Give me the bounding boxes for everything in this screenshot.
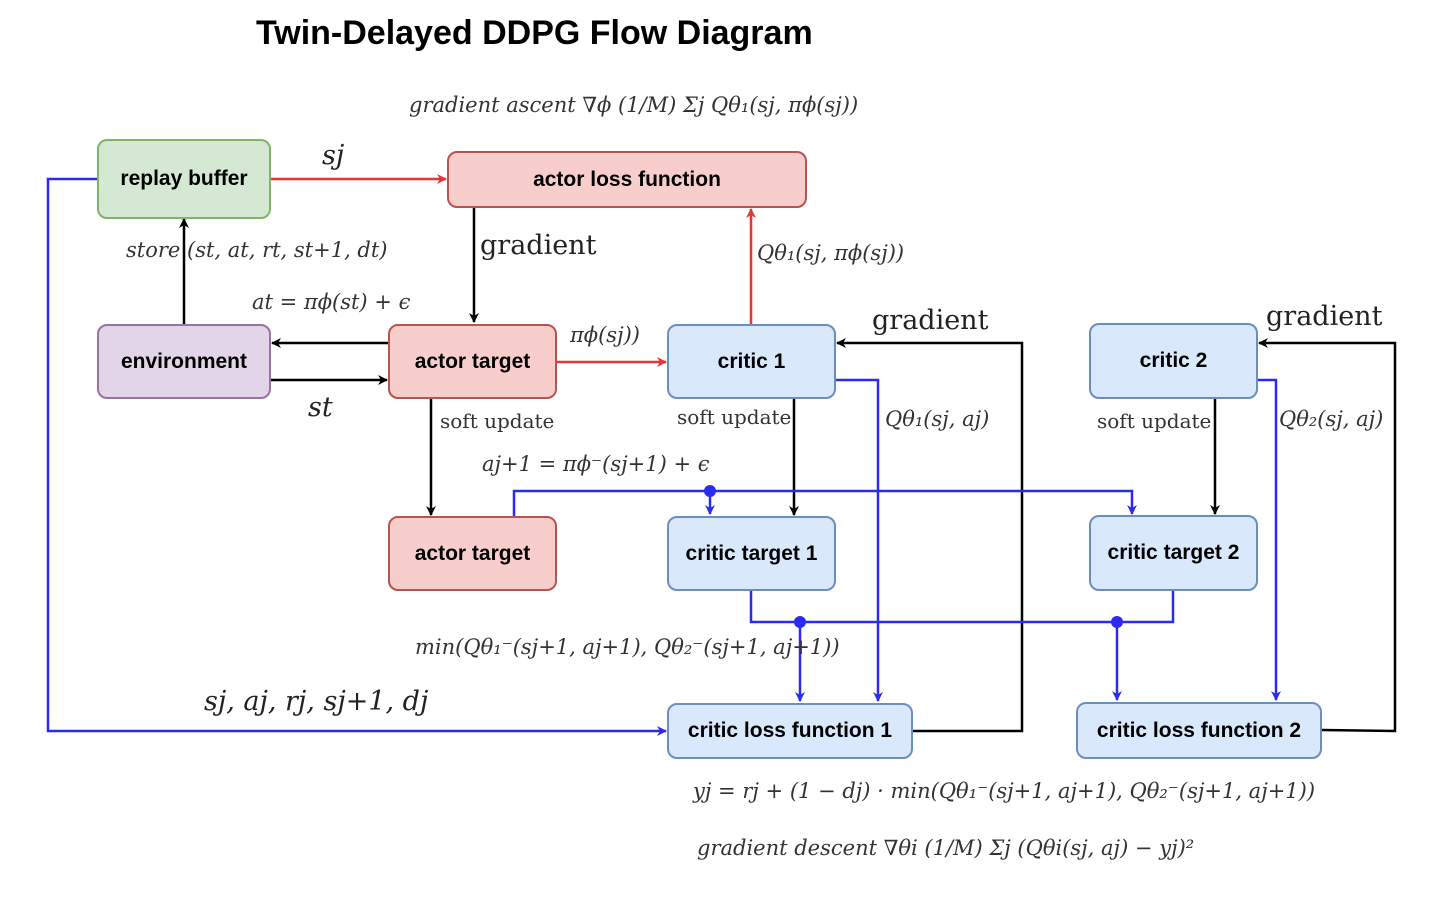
- critic-target-2-node: critic target 2: [1089, 515, 1258, 591]
- action-label: at = πϕ(st) + ϵ: [252, 290, 411, 314]
- gradient-ascent-label: gradient ascent ∇ϕ (1/M) Σj Qθ₁(sj, πϕ(s…: [409, 93, 859, 117]
- actor-target-node-top: actor target: [388, 324, 557, 399]
- critic-1-node: critic 1: [667, 324, 836, 399]
- q-theta2-sa-label: Qθ₂(sj, aj): [1279, 407, 1384, 431]
- critic1-gradient-label: gradient: [872, 305, 989, 336]
- edge-critic1-q-to-loss1: [836, 378, 883, 702]
- edge-loss2-gradient: [1258, 338, 1397, 733]
- st-label: st: [308, 392, 333, 423]
- actor-target-node-bottom: actor target: [388, 516, 557, 591]
- actor-soft-update-label: soft update: [440, 409, 555, 433]
- edge-replay-batch-to-loss1: [46, 177, 667, 736]
- critic2-soft-update-label: soft update: [1097, 409, 1212, 433]
- store-transition-label: store (st, at, rt, st+1, dt): [126, 238, 388, 262]
- edge-loss1-gradient: [836, 338, 1024, 733]
- target-y-label: yj = rj + (1 − dj) · min(Qθ₁⁻(sj+1, aj+1…: [693, 779, 1316, 803]
- critic-2-node: critic 2: [1089, 323, 1258, 399]
- critic2-gradient-label: gradient: [1266, 301, 1383, 332]
- gradient-descent-label: gradient descent ∇θi (1/M) Σj (Qθi(sj, a…: [697, 836, 1195, 860]
- junction-min-1: [794, 616, 806, 628]
- junction-next-action: [704, 485, 716, 497]
- critic-loss-function-1-node: critic loss function 1: [667, 703, 913, 759]
- replay-buffer-node: replay buffer: [97, 139, 271, 219]
- diagram-title: Twin-Delayed DDPG Flow Diagram: [256, 14, 813, 52]
- sj-label: sj: [322, 140, 345, 171]
- actor-gradient-label: gradient: [480, 230, 597, 261]
- actor-loss-function-node: actor loss function: [447, 151, 807, 208]
- batch-label: sj, aj, rj, sj+1, dj: [204, 686, 429, 717]
- min-q-label: min(Qθ₁⁻(sj+1, aj+1), Qθ₂⁻(sj+1, aj+1)): [415, 635, 840, 659]
- edge-actor-target-next-action: [512, 489, 1137, 516]
- critic1-soft-update-label: soft update: [677, 405, 792, 429]
- q-theta1-sa-label: Qθ₁(sj, aj): [885, 407, 990, 431]
- edge-critic2-q-to-loss2: [1258, 378, 1281, 701]
- q-theta1-pi-label: Qθ₁(sj, πϕ(sj)): [757, 241, 905, 265]
- junction-min-2: [1111, 616, 1123, 628]
- critic-loss-function-2-node: critic loss function 2: [1076, 702, 1322, 759]
- next-action-label: aj+1 = πϕ⁻(sj+1) + ϵ: [482, 452, 710, 476]
- critic-target-1-node: critic target 1: [667, 516, 836, 591]
- edge-target-min: [749, 591, 1175, 624]
- environment-node: environment: [97, 324, 271, 399]
- pi-phi-label: πϕ(sj)): [570, 323, 640, 347]
